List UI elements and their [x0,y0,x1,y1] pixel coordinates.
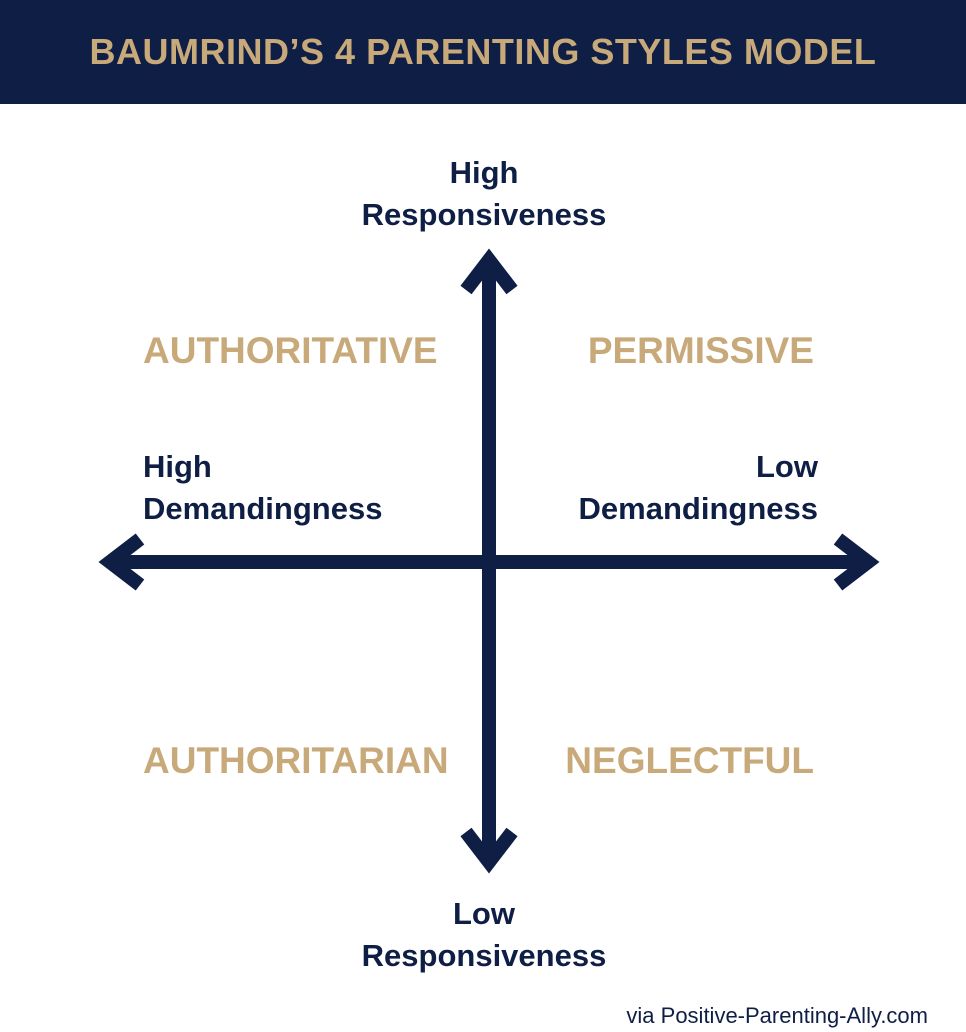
quadrant-authoritarian: AUTHORITARIAN [143,740,449,781]
left-axis-line2: Demandingness [143,491,383,526]
arrow-up-icon [460,248,518,295]
arrow-down-icon [460,827,518,874]
title-banner: BAUMRIND’S 4 PARENTING STYLES MODEL [0,0,966,104]
quadrant-permissive: PERMISSIVE [587,330,814,371]
top-axis-label: High Responsiveness [358,152,610,236]
arrow-right-icon [833,533,880,591]
source-credit: via Positive-Parenting-Ally.com [626,1003,928,1028]
right-axis-line1: Low [756,449,818,484]
bottom-axis-label: Low Responsiveness [358,893,610,977]
quadrant-neglectful: NEGLECTFUL [565,740,814,781]
right-axis-label: Low Demandingness [579,446,818,530]
right-axis-line2: Demandingness [578,491,818,526]
quadrant-authoritative: AUTHORITATIVE [143,330,438,371]
left-axis-line1: High [143,449,212,484]
page-title: BAUMRIND’S 4 PARENTING STYLES MODEL [89,31,877,72]
bottom-axis-line2: Responsiveness [361,938,607,973]
left-axis-label: High Demandingness [143,446,382,530]
bottom-axis-line1: Low [453,896,515,931]
arrow-left-icon [98,533,145,591]
top-axis-line1: High [449,155,519,190]
top-axis-line2: Responsiveness [361,197,607,232]
